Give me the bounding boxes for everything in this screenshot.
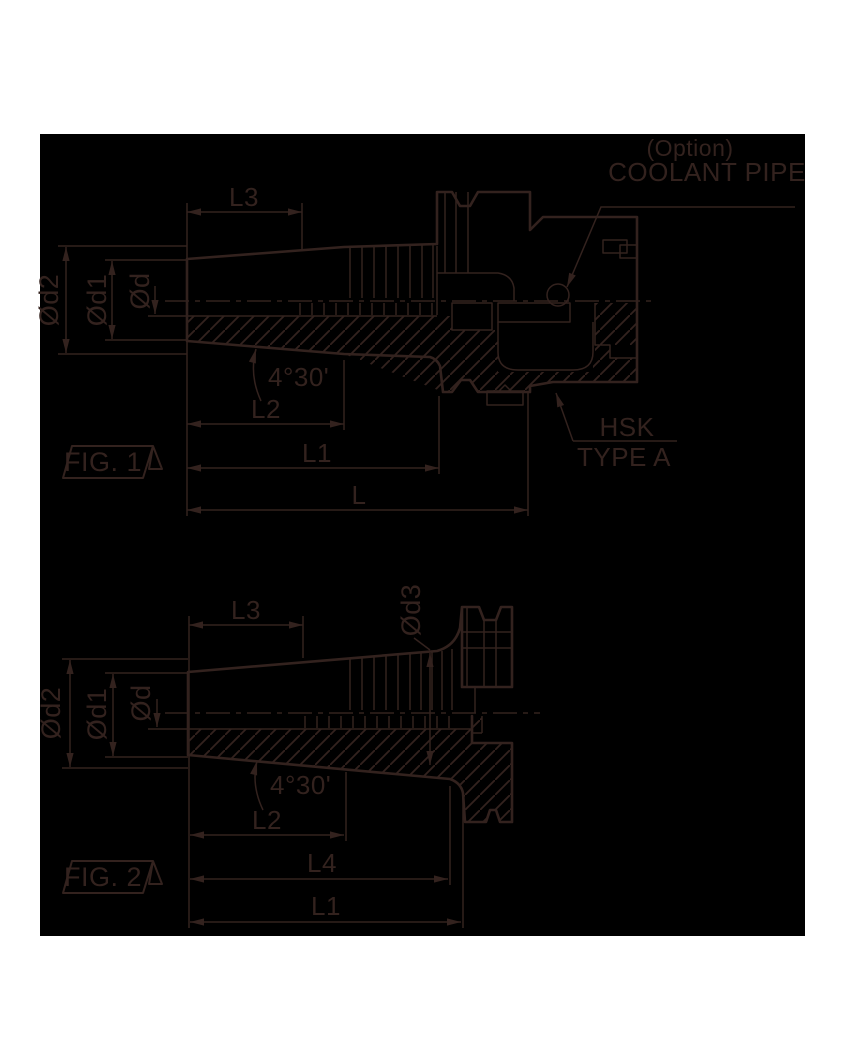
- fig2-body-outline: [186, 605, 514, 824]
- fig1-dim-label-d1: Ød1: [82, 274, 112, 327]
- fig1-hatch-body: [187, 316, 443, 392]
- fig1-clamp-piece-d: [594, 303, 637, 359]
- fig1-hsk-type-label: TYPE A: [577, 442, 671, 472]
- fig2-drawing: L3 L2 L4 L1 4°30' Ød2 Ød1 Ød Ød3 FIG. 2: [36, 584, 540, 928]
- fig1-hsk-label: HSK: [600, 412, 655, 442]
- fig2-dim-label-l2: L2: [252, 805, 282, 835]
- fig1-flange-internals: [437, 192, 515, 301]
- fig2-dim-label-l1: L1: [311, 891, 341, 921]
- fig2-caption-plate: [62, 860, 163, 894]
- fig1-coolant-pipe-label: COOLANT PIPE: [608, 157, 806, 187]
- fig2-pullstud-internals: [462, 607, 512, 734]
- fig1-clamp-piece-b: [497, 302, 571, 323]
- fig1-dim-label-l2: L2: [251, 394, 281, 424]
- fig1-clamp-piece-c: [497, 322, 594, 371]
- fig1-hatch-back-lower: [498, 358, 637, 392]
- fig1-clamp-piece-a: [451, 302, 493, 331]
- fig2-angle-leader: [250, 760, 264, 811]
- fig1-coolant-port-circle: [546, 283, 570, 307]
- fig2-hatch-step: [472, 716, 482, 733]
- fig1-dim-label-l: L: [352, 480, 367, 510]
- fig2-collet-segments: [304, 716, 450, 728]
- fig1-caption-plate: [62, 445, 163, 479]
- fig1-hsk-leader: [555, 392, 574, 442]
- fig2-angle-label: 4°30': [270, 770, 331, 800]
- fig1-groove-lines: [349, 245, 434, 298]
- fig2-dim-label-d1: Ød1: [82, 688, 112, 741]
- fig2-extension-lines: [62, 616, 464, 928]
- fig1-caption: FIG. 1: [64, 447, 142, 477]
- fig1-coolant-leader: [566, 206, 795, 288]
- fig1-dim-label-d: Ød: [125, 272, 155, 309]
- fig1-option-label: (Option): [646, 135, 733, 161]
- fig2-dim-label-d2: Ød2: [36, 687, 66, 740]
- fig1-dim-label-l3: L3: [229, 182, 259, 212]
- fig1-hatch-flange-left: [437, 316, 452, 392]
- fig1-dim-label-d2: Ød2: [34, 274, 64, 327]
- fig1-collet-segments: [299, 303, 433, 315]
- fig1-hatch-flange-notch: [452, 330, 498, 392]
- fig2-dim-label-l4: L4: [307, 848, 337, 878]
- fig2-dim-label-d3: Ød3: [396, 584, 426, 637]
- fig2-caption: FIG. 2: [64, 862, 142, 892]
- fig1-angle-label: 4°30': [268, 362, 329, 392]
- fig1-back-step-notch: [602, 239, 637, 259]
- fig2-dim-label-l3: L3: [231, 595, 261, 625]
- fig1-dim-label-l1: L1: [302, 438, 332, 468]
- fig1-extension-lines: [58, 203, 529, 516]
- fig1-balance-screw: [486, 384, 524, 406]
- fig1-drawing: L3 L2 L1 L 4°30' Ød2 Ød1 Ød (Option) COO…: [34, 135, 806, 516]
- fig2-dim-label-d: Ød: [126, 684, 156, 721]
- fig1-angle-leader: [248, 348, 262, 402]
